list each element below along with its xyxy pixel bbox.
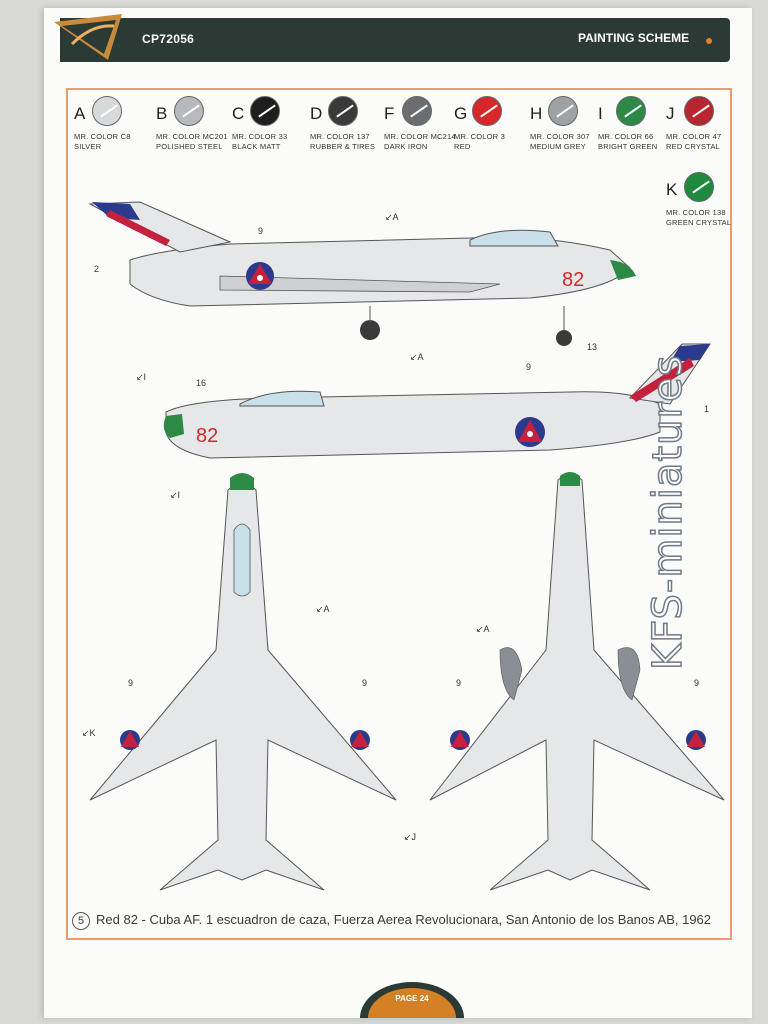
color-letter: C [232, 104, 245, 123]
color-description: RUBBER & TIRES [310, 142, 376, 151]
paint-drop-icon [174, 96, 204, 126]
section-title: PAINTING SCHEME [578, 31, 690, 45]
bottom-view: ↙A 9 9 ↙J [404, 472, 725, 891]
svg-text:2: 2 [94, 264, 99, 274]
color-letter: B [156, 104, 168, 123]
color-code: MR. COLOR C8 [74, 132, 131, 141]
svg-text:↙A: ↙A [410, 352, 424, 362]
svg-text:↙I: ↙I [136, 372, 146, 382]
svg-text:9: 9 [456, 678, 461, 688]
top-view: ↙I ↙A 9 9 ↙K [82, 473, 397, 891]
scheme-caption-text: Red 82 - Cuba AF. 1 escuadron de caza, F… [96, 912, 712, 927]
page-footer-accent [368, 988, 456, 1018]
header-bar [60, 18, 730, 62]
color-letter: A [74, 104, 86, 123]
color-description: BRIGHT GREEN [598, 142, 658, 151]
aircraft-drawings: 82 ↙A 9 2 13 82 ↙I 16 ↙A 9 1 ↙I ↙A 9 [82, 201, 725, 891]
svg-text:1: 1 [704, 404, 709, 414]
side-number-right: 82 [196, 425, 218, 447]
paint-drop-icon [402, 96, 432, 126]
color-description: POLISHED STEEL [156, 142, 223, 151]
color-letter: K [666, 180, 678, 199]
side-view-right: 82 ↙I 16 ↙A 9 1 [136, 343, 711, 459]
color-description: RED CRYSTAL [666, 142, 721, 151]
color-description: SILVER [74, 142, 102, 151]
svg-text:↙K: ↙K [82, 728, 96, 738]
paint-drop-icon [684, 172, 714, 202]
color-description: BLACK MATT [232, 142, 281, 151]
paint-drop-icon [250, 96, 280, 126]
color-code: MR. COLOR 3 [454, 132, 505, 141]
color-description: MEDIUM GREY [530, 142, 586, 151]
side-view-left: 82 ↙A 9 2 13 [88, 201, 636, 352]
instruction-page [44, 8, 752, 1018]
color-code: MR. COLOR 307 [530, 132, 590, 141]
color-code: MR. COLOR 137 [310, 132, 370, 141]
color-description: GREEN CRYSTAL [666, 218, 732, 227]
watermark: KFS-miniatures [644, 354, 692, 671]
svg-text:9: 9 [362, 678, 367, 688]
scheme-number: 5 [72, 912, 90, 930]
color-description: DARK IRON [384, 142, 428, 151]
content-frame [66, 88, 732, 940]
paint-drop-icon [684, 96, 714, 126]
color-code: MR. COLOR 138 [666, 208, 726, 217]
svg-text:↙J: ↙J [404, 832, 416, 842]
paint-drop-icon [472, 96, 502, 126]
color-letter: I [598, 104, 603, 123]
svg-text:↙I: ↙I [170, 490, 180, 500]
accent-dot [706, 38, 712, 44]
paint-drop-icon [616, 96, 646, 126]
color-code: MR. COLOR 33 [232, 132, 288, 141]
color-letter: D [310, 104, 323, 123]
svg-text:13: 13 [587, 342, 597, 352]
svg-text:9: 9 [526, 362, 531, 372]
page-number: PAGE 24 [395, 994, 429, 1003]
color-code: MR. COLOR 47 [666, 132, 722, 141]
paint-drop-icon [92, 96, 122, 126]
color-code: MR. COLOR MC201 [156, 132, 228, 141]
paint-drop-icon [328, 96, 358, 126]
color-code: MR. COLOR MC214 [384, 132, 456, 141]
color-letter: F [384, 104, 395, 123]
svg-text:9: 9 [694, 678, 699, 688]
color-letter: G [454, 104, 468, 123]
svg-text:9: 9 [128, 678, 133, 688]
side-number-left: 82 [562, 269, 584, 291]
svg-text:9: 9 [258, 226, 263, 236]
color-letter: J [666, 104, 675, 123]
brand-logo [54, 14, 122, 60]
svg-text:↙A: ↙A [476, 624, 490, 634]
svg-text:↙A: ↙A [316, 604, 330, 614]
color-description: RED [454, 142, 471, 151]
svg-text:↙A: ↙A [385, 212, 399, 222]
color-letter: H [530, 104, 543, 123]
svg-text:16: 16 [196, 378, 206, 388]
product-code: CP72056 [142, 32, 195, 46]
paint-drop-icon [548, 96, 578, 126]
scheme-caption: 5 Red 82 - Cuba AF. 1 escuadron de caza, … [72, 912, 711, 930]
color-code: MR. COLOR 66 [598, 132, 654, 141]
